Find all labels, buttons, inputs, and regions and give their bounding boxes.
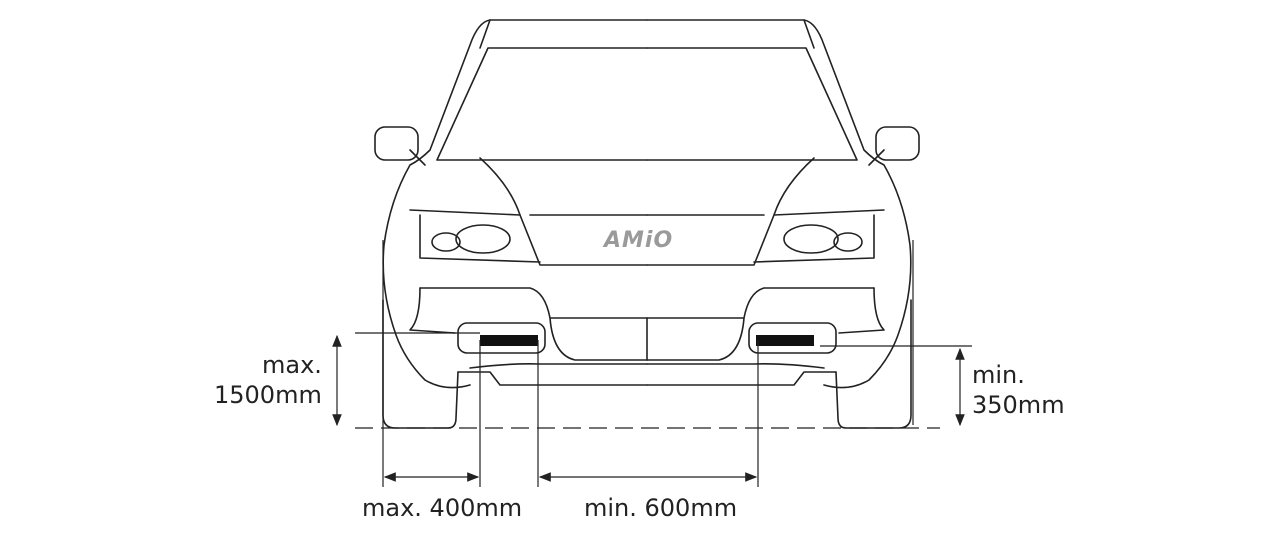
max-side-label: max. 400mm xyxy=(362,494,523,522)
car-left-half xyxy=(374,19,648,429)
min-between-label: min. 600mm xyxy=(584,494,738,522)
amio-logo: AMiO xyxy=(604,228,674,253)
car-right-half xyxy=(646,19,920,429)
max-height-label-2: 1500mm xyxy=(214,381,322,409)
min-height-label-2: 350mm xyxy=(972,391,1065,419)
max-height-label-1: max. xyxy=(262,351,322,379)
min-height-label-1: min. xyxy=(972,361,1025,389)
